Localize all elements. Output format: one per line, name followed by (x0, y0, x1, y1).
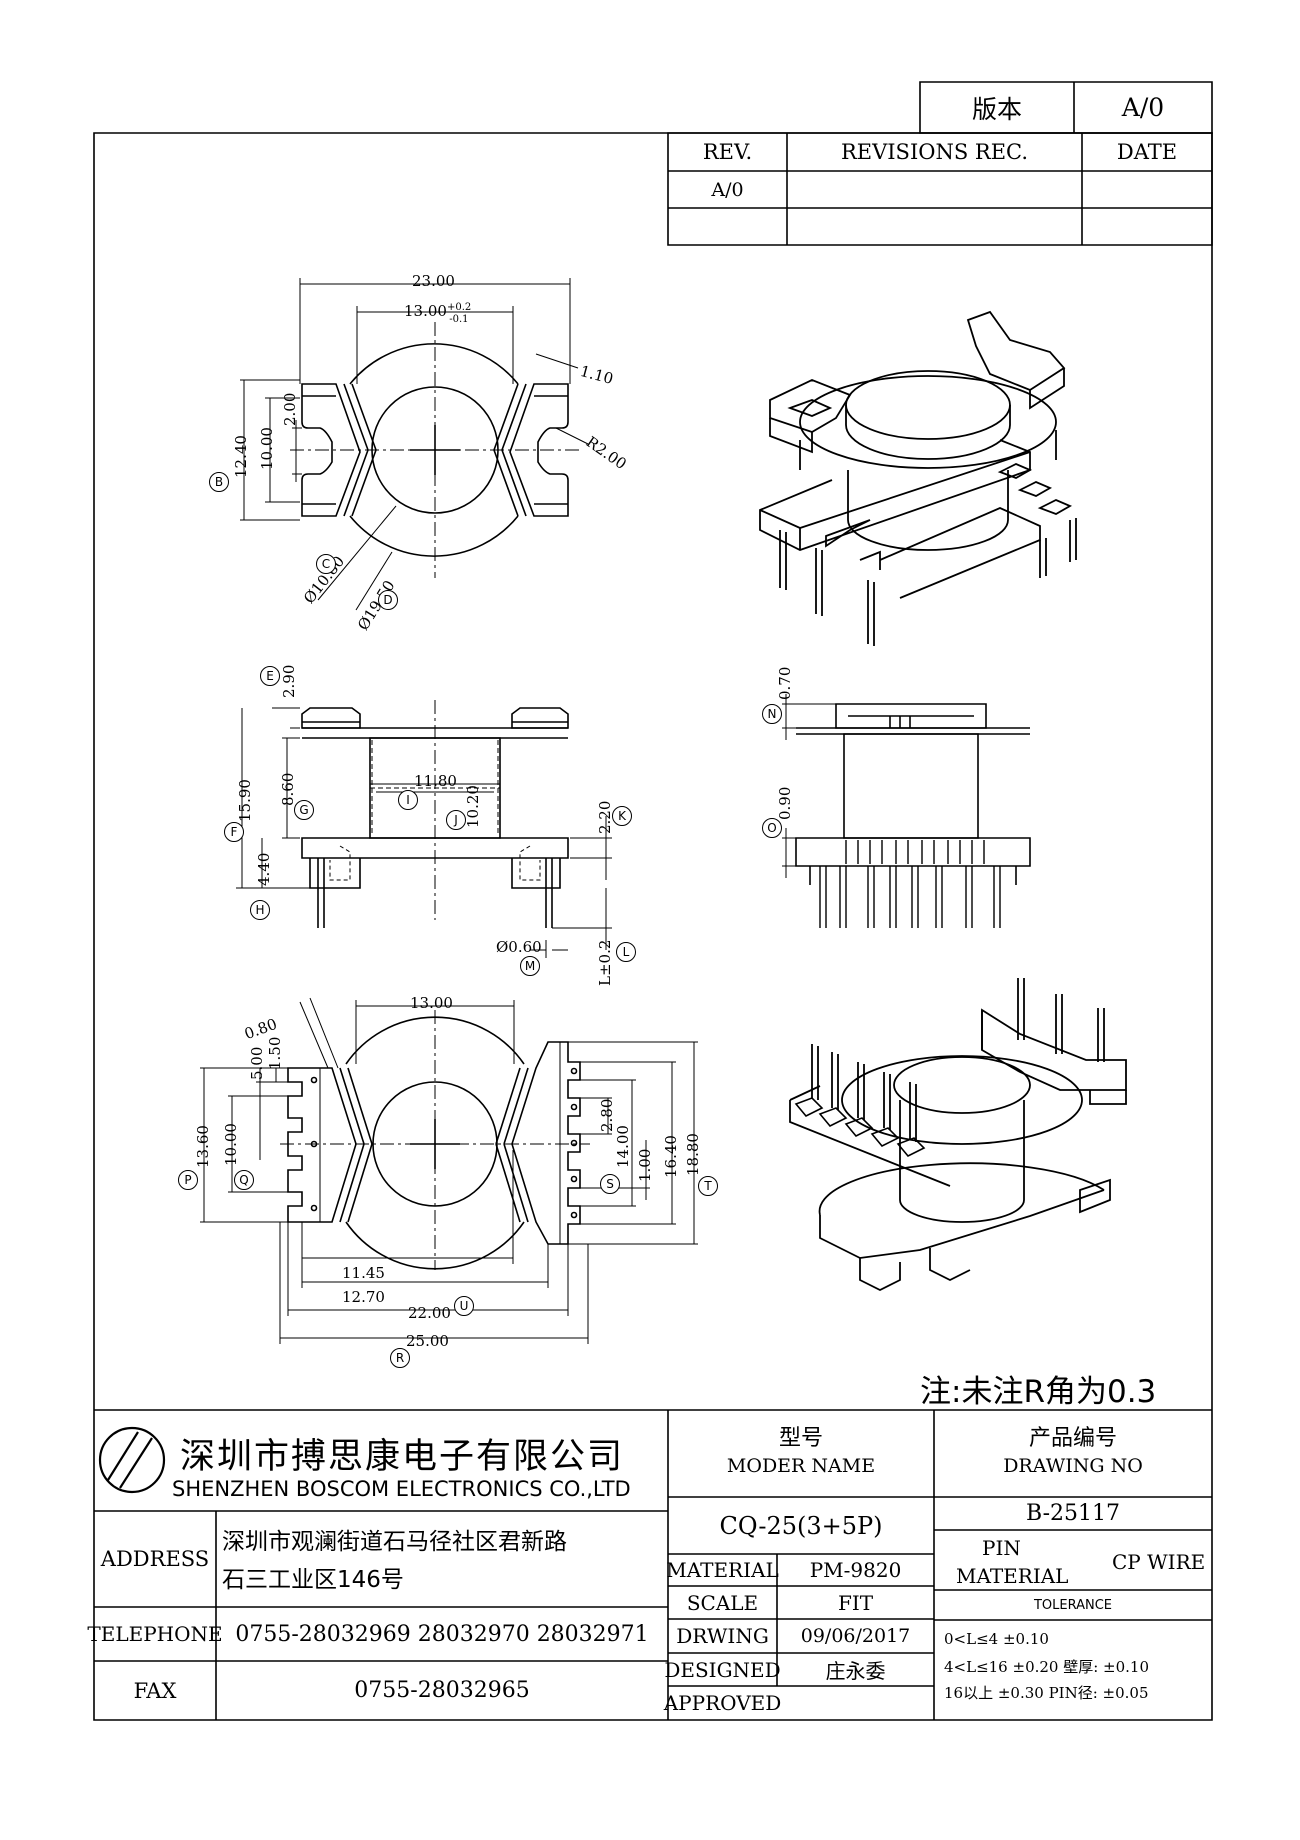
dim-22-00: 22.00 (408, 1304, 451, 1322)
dim-l-tol: L±0.2 (596, 939, 614, 986)
balloon-k: K (612, 806, 632, 826)
balloon-g: G (294, 800, 314, 820)
company-logo (100, 1428, 164, 1492)
iso-view-top (760, 312, 1076, 646)
material-value: PM-9820 (809, 1558, 902, 1582)
model-name-cn: 型号 (778, 1426, 823, 1451)
drawing-frame (94, 133, 1212, 1720)
pin-material-label-2: MATERIAL (956, 1564, 1069, 1588)
fax-label: FAX (133, 1678, 177, 1703)
balloon-l: L (616, 942, 636, 962)
version-value: A/0 (1121, 93, 1165, 122)
dim-12-70: 12.70 (342, 1288, 385, 1306)
designed-label: DESIGNED (664, 1657, 781, 1682)
iso-view-bottom (790, 978, 1126, 1290)
bottom-view (200, 998, 698, 1344)
drawing-no-en: DRAWING NO (1003, 1455, 1143, 1477)
model-value: CQ-25(3+5P) (719, 1511, 883, 1540)
front-view (236, 700, 612, 958)
rev-row-1: A/0 (711, 178, 744, 201)
dim-10-00-top: 10.00 (258, 427, 276, 470)
tolerance-line-3: 16以上 ±0.30 PIN径: ±0.05 (944, 1684, 1149, 1702)
telephone-value: 0755-28032969 28032970 28032971 (235, 1621, 649, 1647)
tolerance-line-2: 4<L≤16 ±0.20 壁厚: ±0.10 (944, 1658, 1150, 1676)
revisions-table-lines (668, 133, 1212, 245)
version-label: 版本 (971, 94, 1022, 124)
side-view (782, 694, 1030, 928)
balloon-b: B (209, 472, 229, 492)
balloon-i: I (398, 790, 418, 810)
balloon-f: F (224, 822, 244, 842)
dim-d0-60: Ø0.60 (496, 938, 542, 956)
dim-8-60: 8.60 (279, 772, 297, 806)
dim-13-00-bottom: 13.00 (410, 994, 453, 1012)
tolerance-line-1: 0<L≤4 ±0.10 (944, 1630, 1049, 1648)
balloon-q: Q (234, 1170, 254, 1190)
dim-10-20: 10.20 (464, 785, 482, 828)
dim-18-80: 18.80 (684, 1133, 702, 1176)
address-line-2: 石三工业区146号 (222, 1567, 404, 1593)
tolerance-label: TOLERANCE (1033, 1597, 1113, 1613)
company-name-cn: 深圳市搏思康电子有限公司 (180, 1437, 625, 1477)
dim-1-50: 1.50 (266, 1036, 284, 1070)
balloon-n: N (762, 704, 782, 724)
balloon-j: J (446, 810, 466, 830)
balloon-r: R (390, 1348, 410, 1368)
dim-14-00: 14.00 (614, 1125, 632, 1168)
drwing-date: 09/06/2017 (800, 1625, 911, 1647)
dim-2-90: 2.90 (280, 664, 298, 698)
designer-value: 庄永委 (825, 1659, 886, 1683)
revisions-rec-header: REVISIONS REC. (840, 140, 1029, 164)
pin-material-label-1: PIN (982, 1536, 1021, 1560)
scale-value: FIT (837, 1590, 874, 1615)
address-line-1: 深圳市观澜街道石马径社区君新路 (222, 1529, 567, 1555)
dim-13-tol: 13.00+0.2-0.1 (404, 302, 472, 325)
dim-0-90: 0.90 (776, 786, 794, 820)
dim-10-00-bottom: 10.00 (222, 1123, 240, 1166)
dim-11-80: 11.80 (414, 772, 457, 790)
approved-label: APPROVED (663, 1691, 782, 1715)
drawing-no-value: B-25117 (1026, 1501, 1120, 1526)
dim-1-00: 1.00 (636, 1148, 654, 1182)
balloon-u: U (454, 1296, 474, 1316)
dim-23: 23.00 (412, 272, 455, 290)
balloon-o: O (762, 818, 782, 838)
fax-value: 0755-28032965 (354, 1678, 530, 1703)
address-label: ADDRESS (100, 1547, 210, 1571)
balloon-d: D (378, 590, 398, 610)
dim-11-45: 11.45 (342, 1264, 385, 1282)
rev-header: REV. (702, 140, 753, 164)
balloon-t: T (698, 1176, 718, 1196)
dim-4-40: 4.40 (255, 852, 273, 886)
title-block-lines (94, 1410, 1212, 1720)
dim-2-00: 2.00 (281, 392, 299, 426)
balloon-p: P (178, 1170, 198, 1190)
company-name-en: SHENZHEN BOSCOM ELECTRONICS CO.,LTD (172, 1477, 631, 1501)
date-header: DATE (1116, 140, 1178, 164)
drawing-no-cn: 产品编号 (1028, 1426, 1117, 1451)
balloon-h: H (250, 900, 270, 920)
balloon-c: C (316, 554, 336, 574)
telephone-label: TELEPHONE (87, 1622, 223, 1646)
pin-material-value: CP WIRE (1112, 1550, 1206, 1574)
balloon-s: S (600, 1174, 620, 1194)
balloon-m: M (520, 956, 540, 976)
dim-12-40: 12.40 (232, 435, 250, 478)
scale-label: SCALE (686, 1590, 759, 1615)
dim-25-00: 25.00 (406, 1332, 449, 1350)
balloon-e: E (260, 666, 280, 686)
dim-15-90: 15.90 (236, 779, 254, 822)
model-name-en: MODER NAME (726, 1455, 876, 1477)
material-label: MATERIAL (666, 1558, 779, 1582)
dim-16-40: 16.40 (662, 1135, 680, 1178)
dim-5-00: 5.00 (248, 1046, 266, 1080)
dim-13-60: 13.60 (194, 1125, 212, 1168)
drwing-label: DRWING (676, 1624, 769, 1648)
note-default-radius: 注:未注R角为0.3 (920, 1374, 1157, 1410)
dim-0-70: 0.70 (776, 666, 794, 700)
top-view (240, 278, 588, 610)
